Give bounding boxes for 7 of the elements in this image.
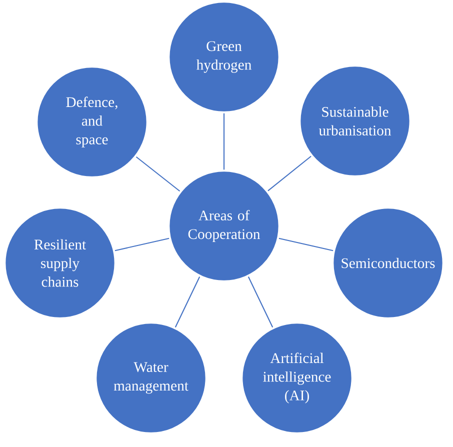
connector-line xyxy=(223,113,225,170)
connector-line xyxy=(248,276,274,328)
connector-line xyxy=(268,156,312,192)
connector-line xyxy=(114,238,170,252)
connector-line xyxy=(136,156,180,192)
connector-line xyxy=(174,276,200,328)
connector-line xyxy=(278,238,334,252)
